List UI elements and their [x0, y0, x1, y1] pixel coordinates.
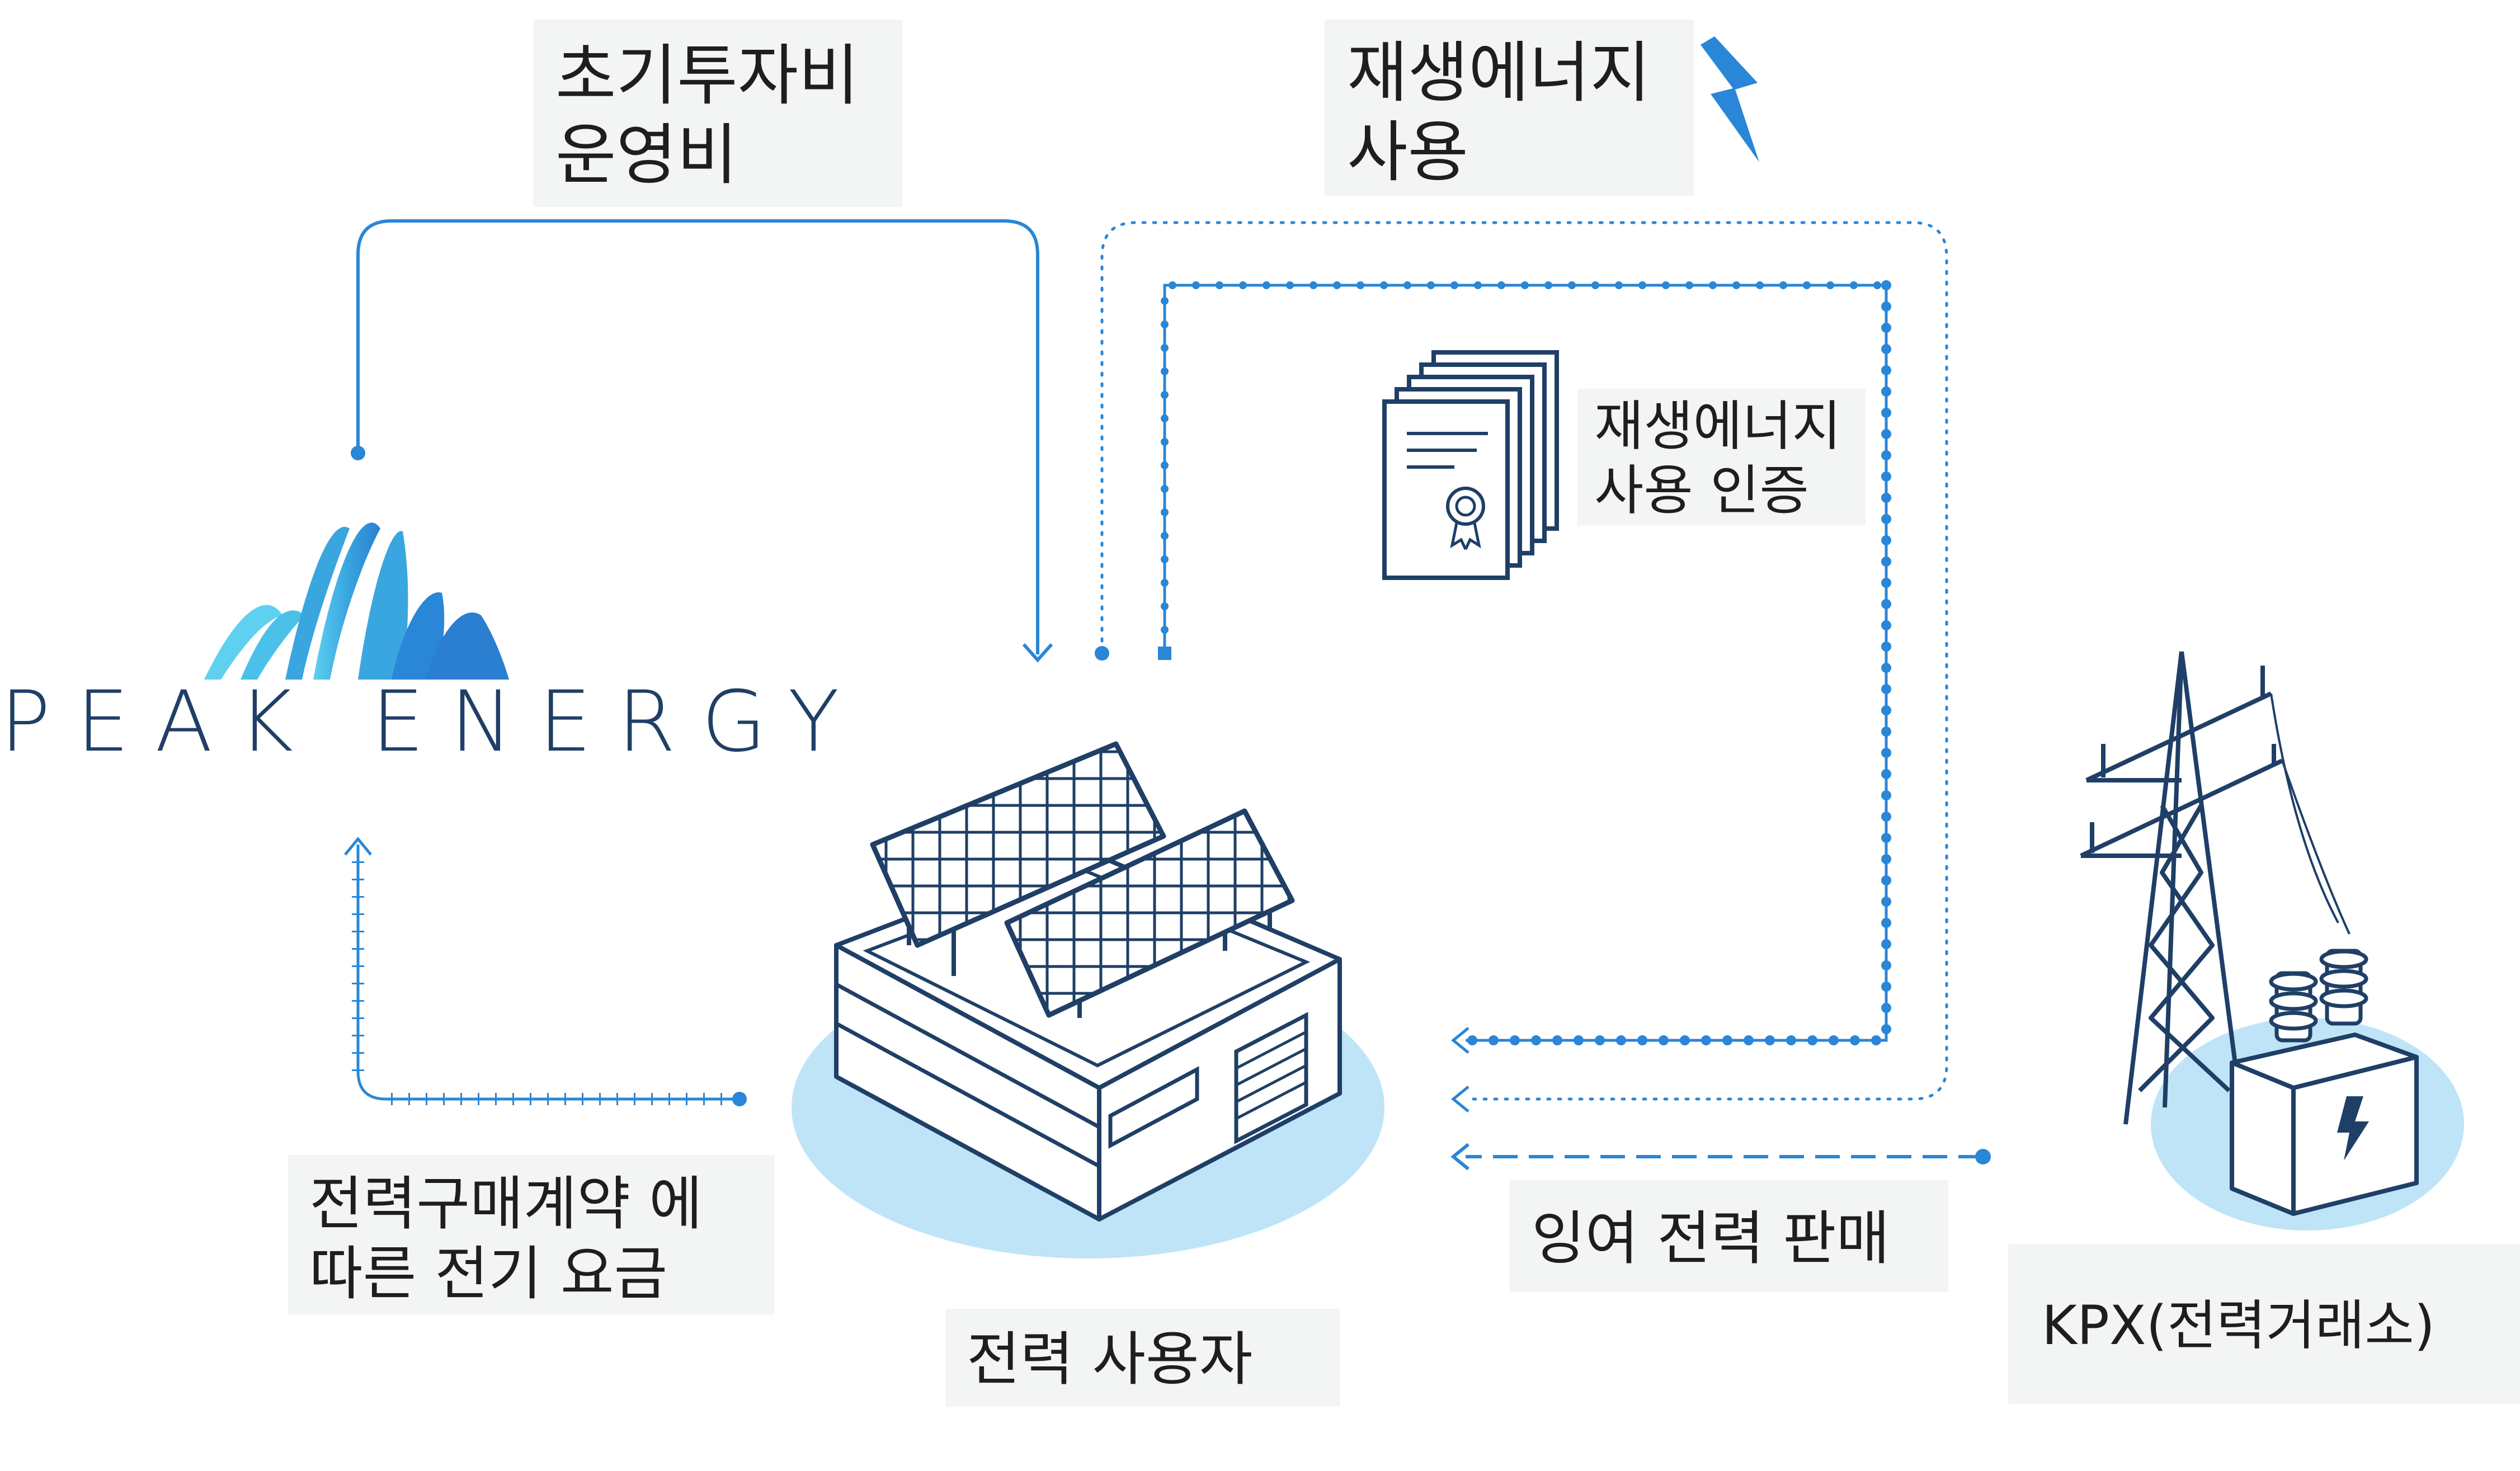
label-power-user-text: 전력 사용자	[967, 1325, 1253, 1393]
flow-renewable-use-end	[1095, 646, 1109, 661]
flow-surplus-sale-arrow	[1450, 1143, 1469, 1171]
transformer-bolt-icon	[2337, 1096, 2369, 1161]
flow-ppa-fee-start	[732, 1092, 747, 1106]
flow-certificate-beads-b	[1461, 280, 1891, 1045]
label-ppa-fee: 전력구매계약 에 따른 전기 요금	[288, 1155, 775, 1314]
flow-certificate-beads-a	[1161, 281, 1890, 657]
label-renewable-use: 재생에너지 사용	[1325, 20, 1694, 196]
power-user-building-illustration	[792, 741, 1384, 1258]
flow-certificate-end	[1158, 647, 1171, 660]
label-surplus-sale: 잉여 전력 판매	[1509, 1180, 1948, 1292]
label-initial-cost-line1: 초기투자비	[555, 37, 859, 114]
flow-initial-cost	[356, 219, 1039, 654]
peak-energy-logo-mark	[204, 522, 509, 680]
flow-initial-cost-start	[351, 446, 365, 460]
label-initial-cost-line2: 운영비	[555, 116, 738, 194]
label-surplus-sale-text: 잉여 전력 판매	[1532, 1204, 1890, 1272]
label-certificate-line2: 사용 인증	[1594, 459, 1809, 522]
kpx-tower-illustration	[2080, 651, 2464, 1230]
flow-initial-cost-arrow	[1022, 643, 1053, 663]
flow-renewable-use	[1100, 221, 1948, 1101]
label-certificate-line1: 재생에너지	[1594, 395, 1841, 458]
label-power-user: 전력 사용자	[945, 1309, 1340, 1407]
flow-renewable-use-arrow	[1451, 1086, 1469, 1112]
certificate-stack-icon	[1382, 350, 1559, 580]
flow-surplus-sale-start	[1975, 1149, 1991, 1164]
lightning-icon	[1701, 36, 1759, 162]
peak-energy-logo-text: PEAK ENERGY	[0, 673, 865, 771]
label-certificate: 재생에너지 사용 인증	[1577, 389, 1866, 526]
flow-ppa-fee	[356, 845, 739, 1101]
flow-ppa-fee-arrow	[344, 837, 372, 856]
label-initial-cost: 초기투자비 운영비	[533, 20, 902, 207]
flow-certificate-arrow	[1451, 1027, 1469, 1054]
label-renewable-use-line1: 재생에너지	[1347, 34, 1651, 111]
label-kpx-text: KPX(전력거래소)	[2042, 1294, 2436, 1357]
label-ppa-fee-line2: 따른 전기 요금	[309, 1239, 668, 1308]
label-kpx: KPX(전력거래소)	[2008, 1244, 2520, 1404]
label-ppa-fee-line1: 전력구매계약 에	[309, 1170, 703, 1238]
label-renewable-use-line2: 사용	[1347, 113, 1469, 191]
